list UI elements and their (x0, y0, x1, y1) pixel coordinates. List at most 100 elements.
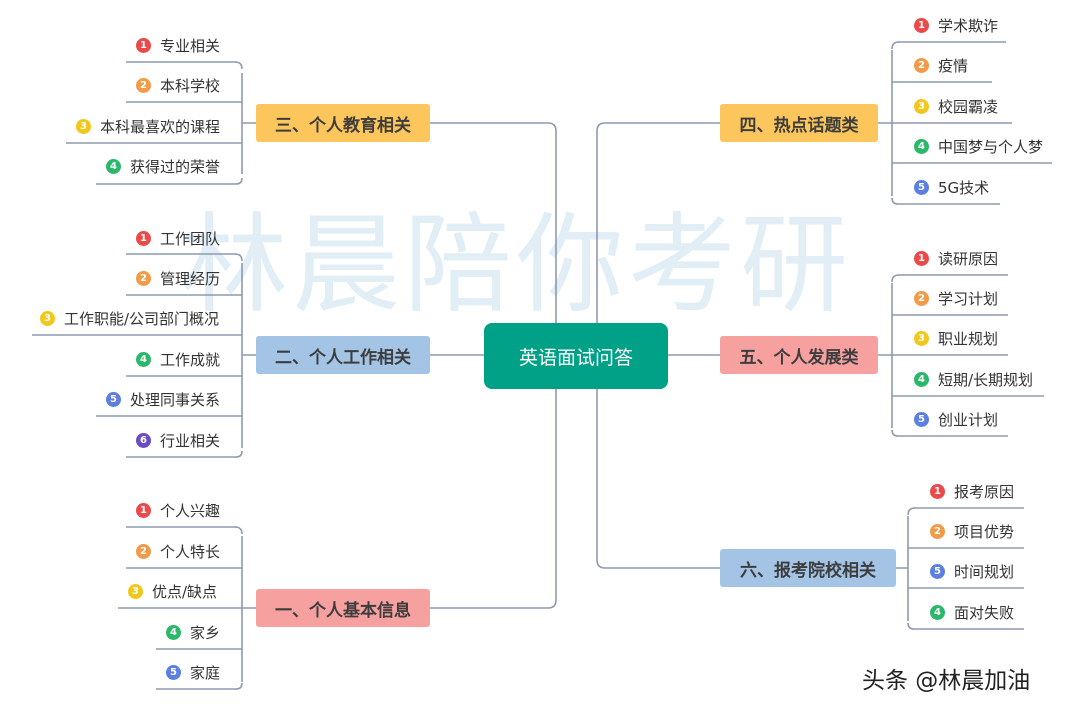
connector-center-school (596, 389, 720, 569)
number-badge-icon: 1 (930, 483, 945, 499)
underline-hot-5 (891, 197, 1000, 205)
number-badge-icon: 1 (136, 502, 151, 518)
leaf-label: 本科学校 (160, 76, 221, 95)
number-badge-icon: 6 (136, 432, 151, 448)
number-badge-icon: 4 (166, 624, 181, 640)
leaf-label: 工作团队 (160, 229, 221, 248)
leaf-label: 行业相关 (160, 431, 221, 450)
number-badge-icon: 1 (136, 230, 151, 246)
number-badge-icon: 1 (914, 250, 929, 266)
leaf-label: 本科最喜欢的课程 (100, 117, 221, 136)
leaf-development-1: 1 读研原因 (914, 246, 998, 270)
bracket-hot (878, 41, 900, 196)
number-badge-icon: 5 (106, 391, 121, 407)
leaf-education-1: 1 专业相关 (136, 33, 220, 57)
connector-center-education (430, 122, 557, 323)
leaf-label: 短期/长期规划 (938, 370, 1034, 389)
leaf-hot-2: 2 疫情 (914, 53, 968, 77)
bracket-school (896, 507, 916, 621)
number-badge-icon: 5 (930, 563, 945, 579)
bracket-education (234, 61, 256, 174)
number-badge-icon: 5 (166, 664, 181, 680)
number-badge-icon: 4 (136, 351, 151, 367)
number-badge-icon: 2 (914, 57, 929, 73)
leaf-label: 报考原因 (954, 482, 1015, 501)
leaf-label: 专业相关 (160, 36, 221, 55)
branch-work-title: 二、个人工作相关 (256, 336, 430, 374)
underline-edu-4 (96, 177, 243, 185)
number-badge-icon: 5 (914, 179, 929, 195)
central-topic: 英语面试问答 (484, 323, 668, 389)
number-badge-icon: 3 (76, 118, 91, 134)
leaf-basic-3: 3 优点/缺点 (128, 579, 217, 603)
number-badge-icon: 2 (136, 77, 151, 93)
author-credit: 头条 @林晨加油 (862, 668, 1031, 694)
leaf-label: 职业规划 (938, 329, 999, 348)
connector-center-hot (596, 122, 720, 323)
underline-basic-5 (156, 682, 243, 690)
underline-dev-5 (891, 429, 1008, 437)
leaf-label: 管理经历 (160, 269, 221, 288)
number-badge-icon: 3 (914, 98, 929, 114)
leaf-work-2: 2 管理经历 (136, 266, 220, 290)
leaf-school-4: 4 面对失败 (930, 600, 1014, 624)
number-badge-icon: 4 (930, 604, 945, 620)
leaf-hot-3: 3 校园霸凌 (914, 94, 998, 118)
number-badge-icon: 2 (136, 543, 151, 559)
leaf-label: 优点/缺点 (152, 582, 218, 601)
leaf-label: 创业计划 (938, 410, 999, 429)
number-badge-icon: 4 (106, 158, 121, 174)
leaf-label: 时间规划 (954, 562, 1015, 581)
branch-hot-title: 四、热点话题类 (720, 104, 878, 142)
leaf-label: 学习计划 (938, 289, 999, 308)
leaf-label: 处理同事关系 (130, 390, 221, 409)
number-badge-icon: 1 (136, 37, 151, 53)
leaf-hot-1: 1 学术欺诈 (914, 13, 998, 37)
leaf-label: 面对失败 (954, 603, 1015, 622)
leaf-basic-1: 1 个人兴趣 (136, 498, 220, 522)
leaf-label: 个人兴趣 (160, 501, 221, 520)
number-badge-icon: 1 (914, 17, 929, 33)
leaf-school-3: 5 时间规划 (930, 559, 1014, 583)
leaf-label: 项目优势 (954, 522, 1015, 541)
leaf-label: 获得过的荣誉 (130, 157, 221, 176)
branch-education-title: 三、个人教育相关 (256, 104, 430, 142)
leaf-development-2: 2 学习计划 (914, 286, 998, 310)
number-badge-icon: 4 (914, 138, 929, 154)
leaf-hot-4: 4 中国梦与个人梦 (914, 134, 1043, 158)
bracket-development (878, 274, 900, 428)
leaf-label: 中国梦与个人梦 (938, 137, 1044, 156)
number-badge-icon: 2 (930, 523, 945, 539)
leaf-label: 读研原因 (938, 249, 999, 268)
number-badge-icon: 5 (914, 411, 929, 427)
leaf-work-6: 6 行业相关 (136, 428, 220, 452)
branch-development-title: 五、个人发展类 (720, 336, 878, 374)
number-badge-icon: 3 (40, 310, 55, 326)
leaf-label: 疫情 (938, 56, 969, 75)
branch-school-title: 六、报考院校相关 (720, 549, 896, 587)
number-badge-icon: 2 (914, 290, 929, 306)
leaf-education-4: 4 获得过的荣誉 (106, 154, 220, 178)
leaf-label: 工作职能/公司部门概况 (64, 309, 220, 328)
leaf-work-1: 1 工作团队 (136, 226, 220, 250)
leaf-label: 学术欺诈 (938, 16, 999, 35)
bracket-basic (234, 526, 256, 682)
leaf-work-3: 3 工作职能/公司部门概况 (40, 306, 219, 330)
leaf-work-5: 5 处理同事关系 (106, 387, 220, 411)
leaf-basic-2: 2 个人特长 (136, 539, 220, 563)
number-badge-icon: 2 (136, 270, 151, 286)
leaf-development-5: 5 创业计划 (914, 407, 998, 431)
branch-basic-title: 一、个人基本信息 (256, 589, 430, 627)
leaf-label: 个人特长 (160, 542, 221, 561)
underline-school-4 (907, 622, 1024, 630)
number-badge-icon: 3 (128, 583, 143, 599)
leaf-label: 校园霸凌 (938, 97, 999, 116)
leaf-education-2: 2 本科学校 (136, 73, 220, 97)
